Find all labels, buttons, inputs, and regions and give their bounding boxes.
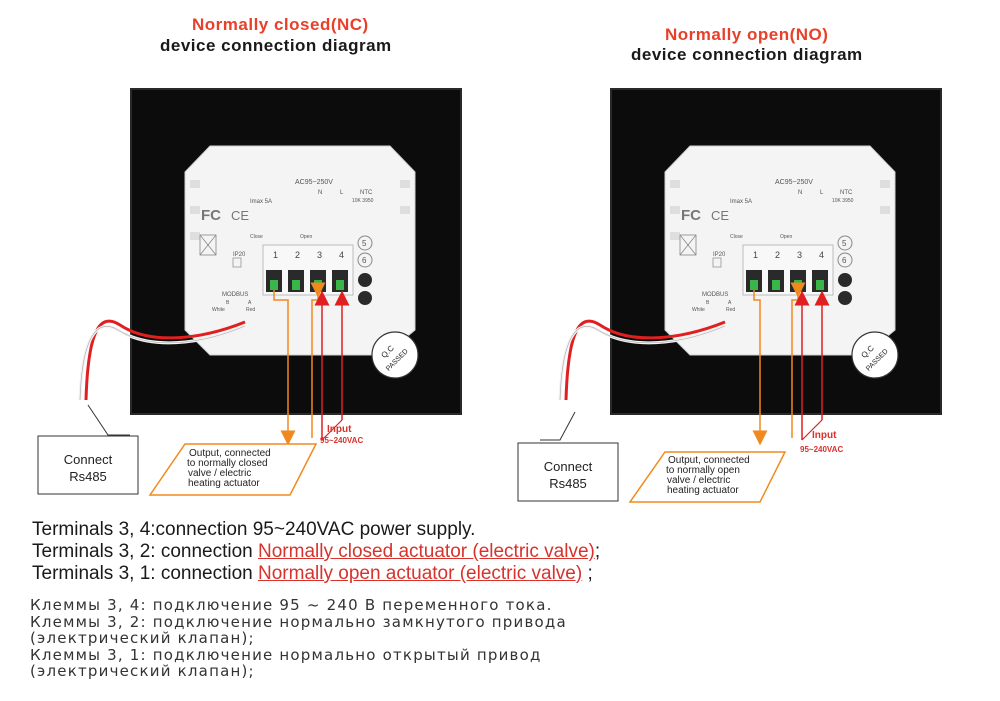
right-fc-mark: FC — [681, 207, 701, 224]
right-title-red: Normally open(NO) — [665, 25, 829, 44]
left-output-wire — [273, 290, 296, 446]
svg-text:to normally closed: to normally closed — [187, 458, 268, 469]
svg-text:4: 4 — [339, 250, 344, 260]
svg-text:5: 5 — [362, 239, 367, 248]
svg-text:2: 2 — [775, 250, 780, 260]
svg-text:Output, connected: Output, connected — [189, 448, 271, 459]
terms-ru-line2: Клеммы 3, 2: подключение нормально замкн… — [30, 613, 567, 631]
svg-text:5: 5 — [842, 239, 847, 248]
terms-en-line3: Terminals 3, 1: connection Normally open… — [32, 563, 593, 584]
svg-text:White: White — [212, 307, 225, 313]
right-ce-mark: CE — [711, 208, 729, 223]
svg-text:10K 3950: 10K 3950 — [352, 198, 374, 204]
right-input-label: Input — [812, 430, 837, 441]
left-recycle-bin-icon — [199, 234, 217, 256]
svg-text:A: A — [728, 300, 732, 306]
svg-text:6: 6 — [362, 256, 367, 265]
left-voltage-label: AC95~250V — [295, 179, 333, 186]
left-rs485-cable-red — [84, 319, 246, 401]
svg-text:NTC: NTC — [840, 190, 853, 196]
svg-text:MODBUS: MODBUS — [222, 292, 248, 298]
svg-text:Red: Red — [246, 307, 255, 313]
terms-ru-line3: (электрический клапан); — [30, 629, 255, 647]
terms-ru-line5: (электрический клапан); — [30, 662, 255, 680]
svg-text:3: 3 — [797, 250, 802, 260]
left-output-callout — [148, 443, 318, 496]
svg-text:White: White — [692, 307, 705, 313]
svg-text:heating actuator: heating actuator — [667, 485, 739, 496]
right-qc-sticker — [851, 331, 899, 379]
svg-text:L: L — [340, 190, 344, 196]
left-title-black: device connection diagram — [160, 36, 392, 55]
svg-text:IP20: IP20 — [233, 252, 246, 258]
svg-text:A: A — [248, 300, 252, 306]
svg-text:B: B — [226, 300, 230, 306]
svg-text:Close: Close — [730, 234, 743, 240]
svg-text:1: 1 — [753, 250, 758, 260]
svg-text:Close: Close — [250, 234, 263, 240]
left-device: FC CE AC95~250V Imax 5A N L NTC 10K 3950… — [37, 88, 462, 496]
right-connect-line2: Rs485 — [549, 476, 587, 491]
svg-text:Open: Open — [300, 234, 312, 240]
svg-text:L: L — [820, 190, 824, 196]
left-imax-label: Imax 5A — [250, 199, 272, 205]
svg-text:Open: Open — [780, 234, 792, 240]
right-output-wire — [752, 290, 768, 446]
svg-text:2: 2 — [295, 250, 300, 260]
right-connect-line1: Connect — [544, 459, 593, 474]
svg-text:heating actuator: heating actuator — [188, 478, 260, 489]
svg-text:N: N — [318, 190, 322, 196]
terms-en-line2: Terminals 3, 2: connection Normally clos… — [32, 541, 601, 562]
svg-text:B: B — [706, 300, 710, 306]
left-ce-mark: CE — [231, 208, 249, 223]
svg-text:valve / electric: valve / electric — [667, 475, 730, 486]
svg-text:Output, connected: Output, connected — [668, 455, 750, 466]
right-title-black: device connection diagram — [631, 45, 863, 64]
svg-text:N: N — [798, 190, 802, 196]
right-rs485-cable-red — [564, 319, 726, 401]
left-connect-rs485-box — [37, 435, 139, 495]
left-title-red: Normally closed(NC) — [192, 15, 369, 34]
right-input-voltage: 95~240VAC — [800, 445, 843, 454]
left-qc-sticker — [371, 331, 419, 379]
right-output-callout — [628, 451, 787, 503]
left-connect-line1: Connect — [64, 452, 113, 467]
terms-ru-line1: Клеммы 3, 4: подключение 95 ~ 240 В пере… — [30, 596, 553, 614]
svg-text:10K 3950: 10K 3950 — [832, 198, 854, 204]
left-connect-line2: Rs485 — [69, 469, 107, 484]
svg-text:to normally open: to normally open — [666, 465, 740, 476]
left-input-voltage: 95~240VAC — [320, 436, 363, 445]
svg-text:6: 6 — [842, 256, 847, 265]
left-input-label: Input — [327, 424, 352, 435]
terms-en-line1: Terminals 3, 4:connection 95~240VAC powe… — [32, 519, 476, 540]
svg-text:Red: Red — [726, 307, 735, 313]
right-device: FC CE AC95~250V Imax 5A N L NTC 10K 3950… — [517, 88, 942, 503]
svg-text:3: 3 — [317, 250, 322, 260]
svg-text:MODBUS: MODBUS — [702, 292, 728, 298]
svg-text:valve / electric: valve / electric — [188, 468, 251, 479]
svg-text:1: 1 — [273, 250, 278, 260]
right-voltage-label: AC95~250V — [775, 179, 813, 186]
right-connect-rs485-box — [517, 442, 619, 502]
svg-text:4: 4 — [819, 250, 824, 260]
terms-ru-line4: Клеммы 3, 1: подключение нормально откры… — [30, 646, 542, 664]
svg-text:IP20: IP20 — [713, 252, 726, 258]
right-recycle-bin-icon — [679, 234, 697, 256]
left-fc-mark: FC — [201, 207, 221, 224]
svg-text:NTC: NTC — [360, 190, 373, 196]
svg-text:Imax 5A: Imax 5A — [730, 199, 752, 205]
